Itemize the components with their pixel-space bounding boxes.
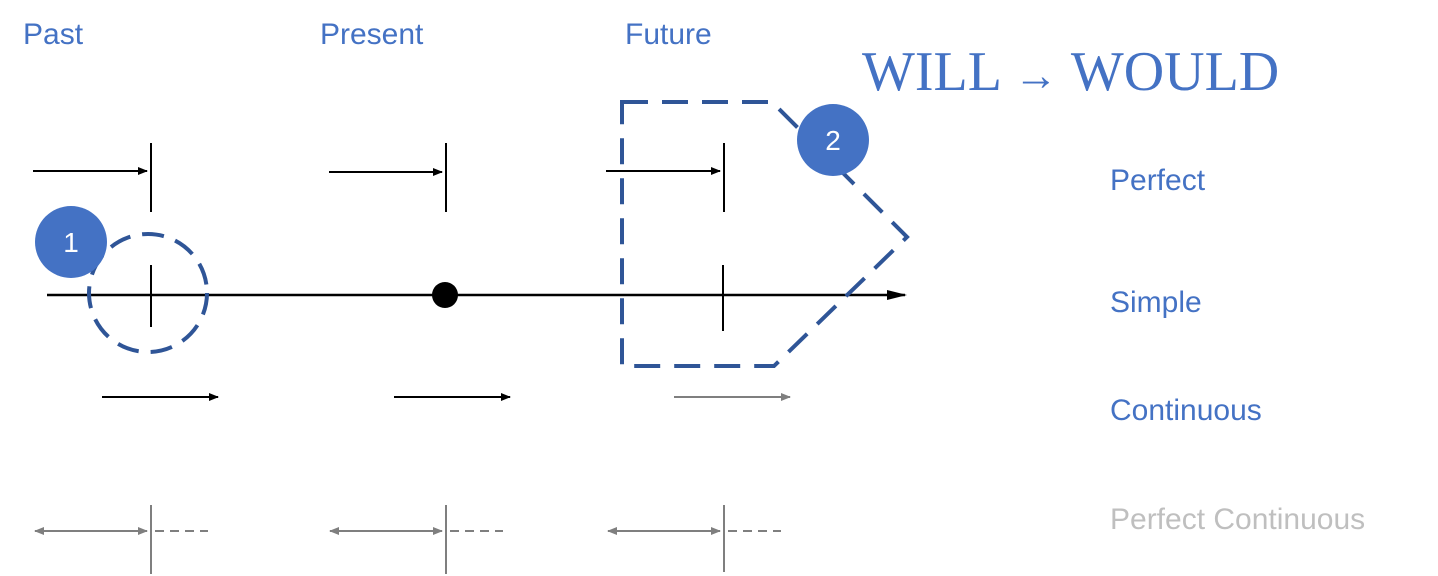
aspect-perfect: Perfect: [1110, 164, 1206, 197]
perfect-continuous-past: [34, 505, 208, 574]
title-will-to-would: WILL → WOULD: [862, 44, 1279, 100]
badge-1-label: 1: [63, 227, 79, 258]
past-simple-highlight-dashed-circle: [87, 232, 209, 354]
badge-2: 2: [797, 104, 869, 176]
future-highlight-dashed-outline: [620, 100, 910, 368]
header-past: Past: [23, 18, 84, 51]
header-future: Future: [625, 18, 712, 51]
badge-1: 1: [35, 206, 107, 278]
title-will: WILL: [862, 41, 1000, 103]
aspect-simple: Simple: [1110, 286, 1202, 319]
perfect-continuous-present: [329, 505, 503, 574]
header-present: Present: [320, 18, 424, 51]
aspect-perfect-continuous: Perfect Continuous: [1110, 503, 1366, 536]
title-arrow: →: [1013, 51, 1058, 100]
badge-2-label: 2: [825, 125, 841, 156]
present-moment-dot: [432, 282, 458, 308]
title-would: WOULD: [1070, 41, 1280, 103]
perfect-continuous-future: [607, 505, 781, 572]
aspect-continuous: Continuous: [1110, 394, 1262, 427]
